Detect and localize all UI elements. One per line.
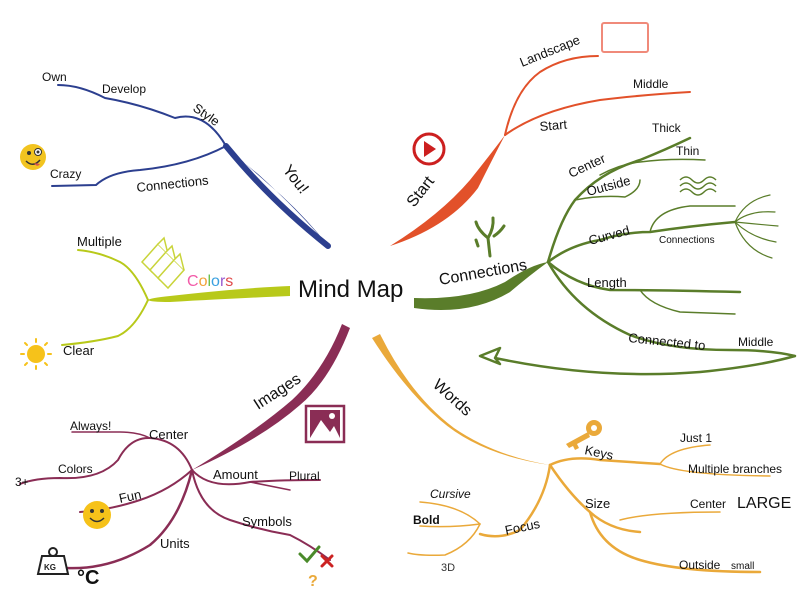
start-landscape: Landscape: [518, 32, 583, 70]
branch-words-subs: [407, 444, 771, 574]
play-button-icon: [412, 132, 446, 166]
you-style: Style: [190, 100, 222, 129]
branch-start-subs: [504, 55, 691, 136]
images-plural: Plural: [289, 469, 320, 483]
words-cursive: Cursive: [430, 487, 471, 501]
images-symbols: Symbols: [242, 514, 292, 529]
images-three-plus: 3+: [15, 475, 29, 489]
you-label: You!: [279, 162, 312, 197]
colors-multiple: Multiple: [77, 234, 122, 249]
connections-sub-connections: Connections: [659, 235, 715, 246]
colors-letter-5: s: [225, 273, 233, 290]
weight-kg-label: KG: [44, 563, 56, 572]
crayons-icon: [140, 236, 186, 290]
words-bold: Bold: [413, 513, 440, 527]
question-mark: ?: [308, 573, 318, 590]
connections-outside: Outside: [585, 173, 632, 199]
colors-clear: Clear: [63, 343, 95, 358]
you-own: Own: [42, 70, 67, 84]
images-colors: Colors: [58, 462, 93, 476]
images-center: Center: [149, 427, 189, 442]
you-connections: Connections: [136, 172, 210, 195]
branch-colors-subs: [61, 249, 149, 346]
start-middle: Middle: [633, 77, 669, 91]
crazy-emoji-icon: [20, 144, 46, 170]
connections-thick: Thick: [652, 121, 682, 135]
words-size: Size: [585, 496, 610, 511]
words-focus: Focus: [504, 516, 542, 538]
start-start: Start: [539, 117, 568, 134]
connections-connected-to: Connected to: [628, 330, 706, 353]
words-large: LARGE: [737, 495, 791, 512]
wavy-lines-icon: [679, 176, 717, 196]
words-outside: Outside: [679, 558, 721, 572]
cross-icon: [320, 554, 334, 568]
words-multiple-branches: Multiple branches: [688, 462, 782, 476]
images-amount: Amount: [213, 467, 258, 482]
images-units: Units: [160, 536, 190, 551]
branch-start-main: [390, 135, 505, 246]
branch-you: [51, 84, 331, 249]
branch-colors-main: [148, 286, 290, 302]
words-small: small: [731, 561, 754, 572]
key-icon: [566, 420, 602, 450]
landscape-frame-icon: [601, 22, 649, 53]
connections-middle: Middle: [738, 335, 774, 349]
colors-letter-1: o: [199, 273, 208, 290]
colors-letter-2: l: [207, 273, 211, 290]
colors-letter-4: r: [220, 273, 226, 290]
connections-arrow: [478, 346, 796, 376]
sun-icon: [20, 338, 52, 370]
connections-thin: Thin: [676, 144, 699, 158]
start-label: Start: [404, 173, 439, 211]
branch-connections-subs: [546, 136, 797, 358]
images-always: Always!: [70, 419, 111, 433]
colors-letter-3: o: [211, 273, 220, 290]
smiley-icon: [83, 501, 111, 529]
tree-icon: [474, 216, 506, 258]
branch-connections-main: [414, 262, 548, 310]
words-keys: Keys: [583, 442, 615, 463]
checkmark-icon: [298, 545, 321, 564]
words-center: Center: [690, 497, 726, 511]
celsius-symbol: °C: [77, 567, 99, 589]
words-just-one: Just 1: [680, 431, 712, 445]
connections-length: Length: [587, 275, 627, 290]
you-develop: Develop: [102, 82, 146, 96]
images-fun: Fun: [118, 487, 143, 506]
words-3d: 3D: [441, 562, 455, 574]
connections-curved: Curved: [587, 223, 631, 248]
picture-icon: [304, 404, 346, 444]
you-crazy: Crazy: [50, 167, 81, 181]
center-title: Mind Map: [298, 276, 403, 303]
colors-letter-0: C: [187, 273, 199, 290]
weight-icon: KG: [36, 547, 70, 575]
colors-label: Colors: [187, 273, 233, 290]
